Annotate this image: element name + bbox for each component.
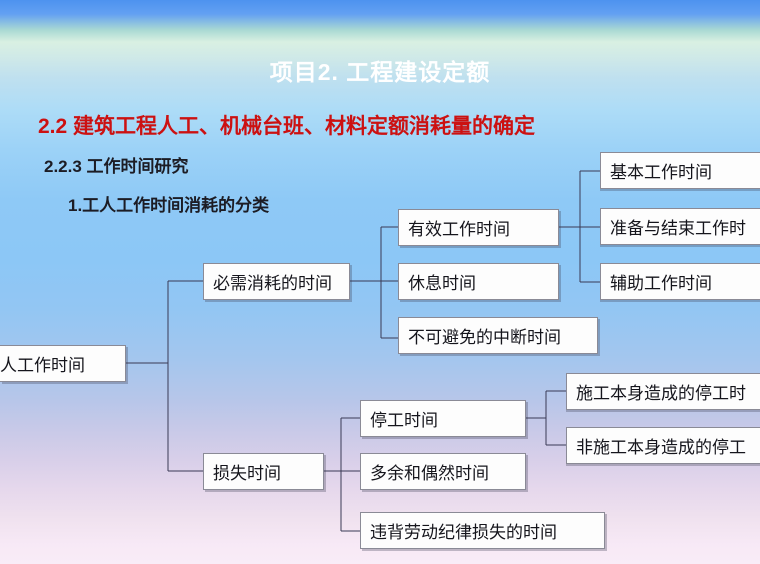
node-unavoidable-interruption-time-label: 不可避免的中断时间 (408, 328, 561, 347)
node-prep-and-finish-work-time[interactable]: 准备与结束工作时 (600, 208, 760, 245)
node-discipline-violation-loss-time-label: 违背劳动纪律损失的时间 (370, 523, 557, 542)
node-stoppage-own-construction[interactable]: 施工本身造成的停工时 (566, 373, 760, 410)
slide-title: 项目2. 工程建设定额 (269, 59, 491, 85)
node-basic-work-time[interactable]: 基本工作时间 (600, 152, 760, 189)
node-stoppage-non-own-construction[interactable]: 非施工本身造成的停工 (566, 427, 760, 464)
node-rest-time[interactable]: 休息时间 (398, 263, 559, 300)
node-necessary-time-label: 必需消耗的时间 (213, 274, 332, 293)
node-loss-time[interactable]: 损失时间 (203, 453, 324, 490)
node-unavoidable-interruption-time[interactable]: 不可避免的中断时间 (398, 317, 598, 354)
node-auxiliary-work-time[interactable]: 辅助工作时间 (600, 263, 760, 300)
node-loss-time-label: 损失时间 (213, 464, 281, 483)
node-discipline-violation-loss-time[interactable]: 违背劳动纪律损失的时间 (360, 512, 605, 549)
node-auxiliary-work-time-label: 辅助工作时间 (610, 274, 712, 293)
node-surplus-accidental-time[interactable]: 多余和偶然时间 (360, 453, 526, 490)
node-surplus-accidental-time-label: 多余和偶然时间 (370, 464, 489, 483)
sub-heading-item-1: 1.工人工作时间消耗的分类 (68, 196, 270, 215)
node-stoppage-non-own-construction-label: 非施工本身造成的停工 (576, 438, 746, 457)
sub-heading-223: 2.2.3 工作时间研究 (44, 157, 189, 176)
node-stoppage-own-construction-label: 施工本身造成的停工时 (576, 384, 746, 403)
node-effective-work-time[interactable]: 有效工作时间 (398, 209, 559, 246)
node-effective-work-time-label: 有效工作时间 (408, 220, 510, 239)
node-prep-and-finish-work-time-label: 准备与结束工作时 (610, 219, 746, 238)
node-necessary-time[interactable]: 必需消耗的时间 (203, 263, 350, 300)
section-heading-red: 2.2 建筑工程人工、机械台班、材料定额消耗量的确定 (38, 115, 536, 138)
node-stoppage-time-label: 停工时间 (370, 411, 438, 430)
node-rest-time-label: 休息时间 (408, 274, 476, 293)
node-root[interactable]: 人工作时间 (0, 345, 126, 382)
node-basic-work-time-label: 基本工作时间 (610, 163, 712, 182)
node-root-label: 人工作时间 (0, 356, 85, 375)
node-stoppage-time[interactable]: 停工时间 (360, 400, 526, 437)
